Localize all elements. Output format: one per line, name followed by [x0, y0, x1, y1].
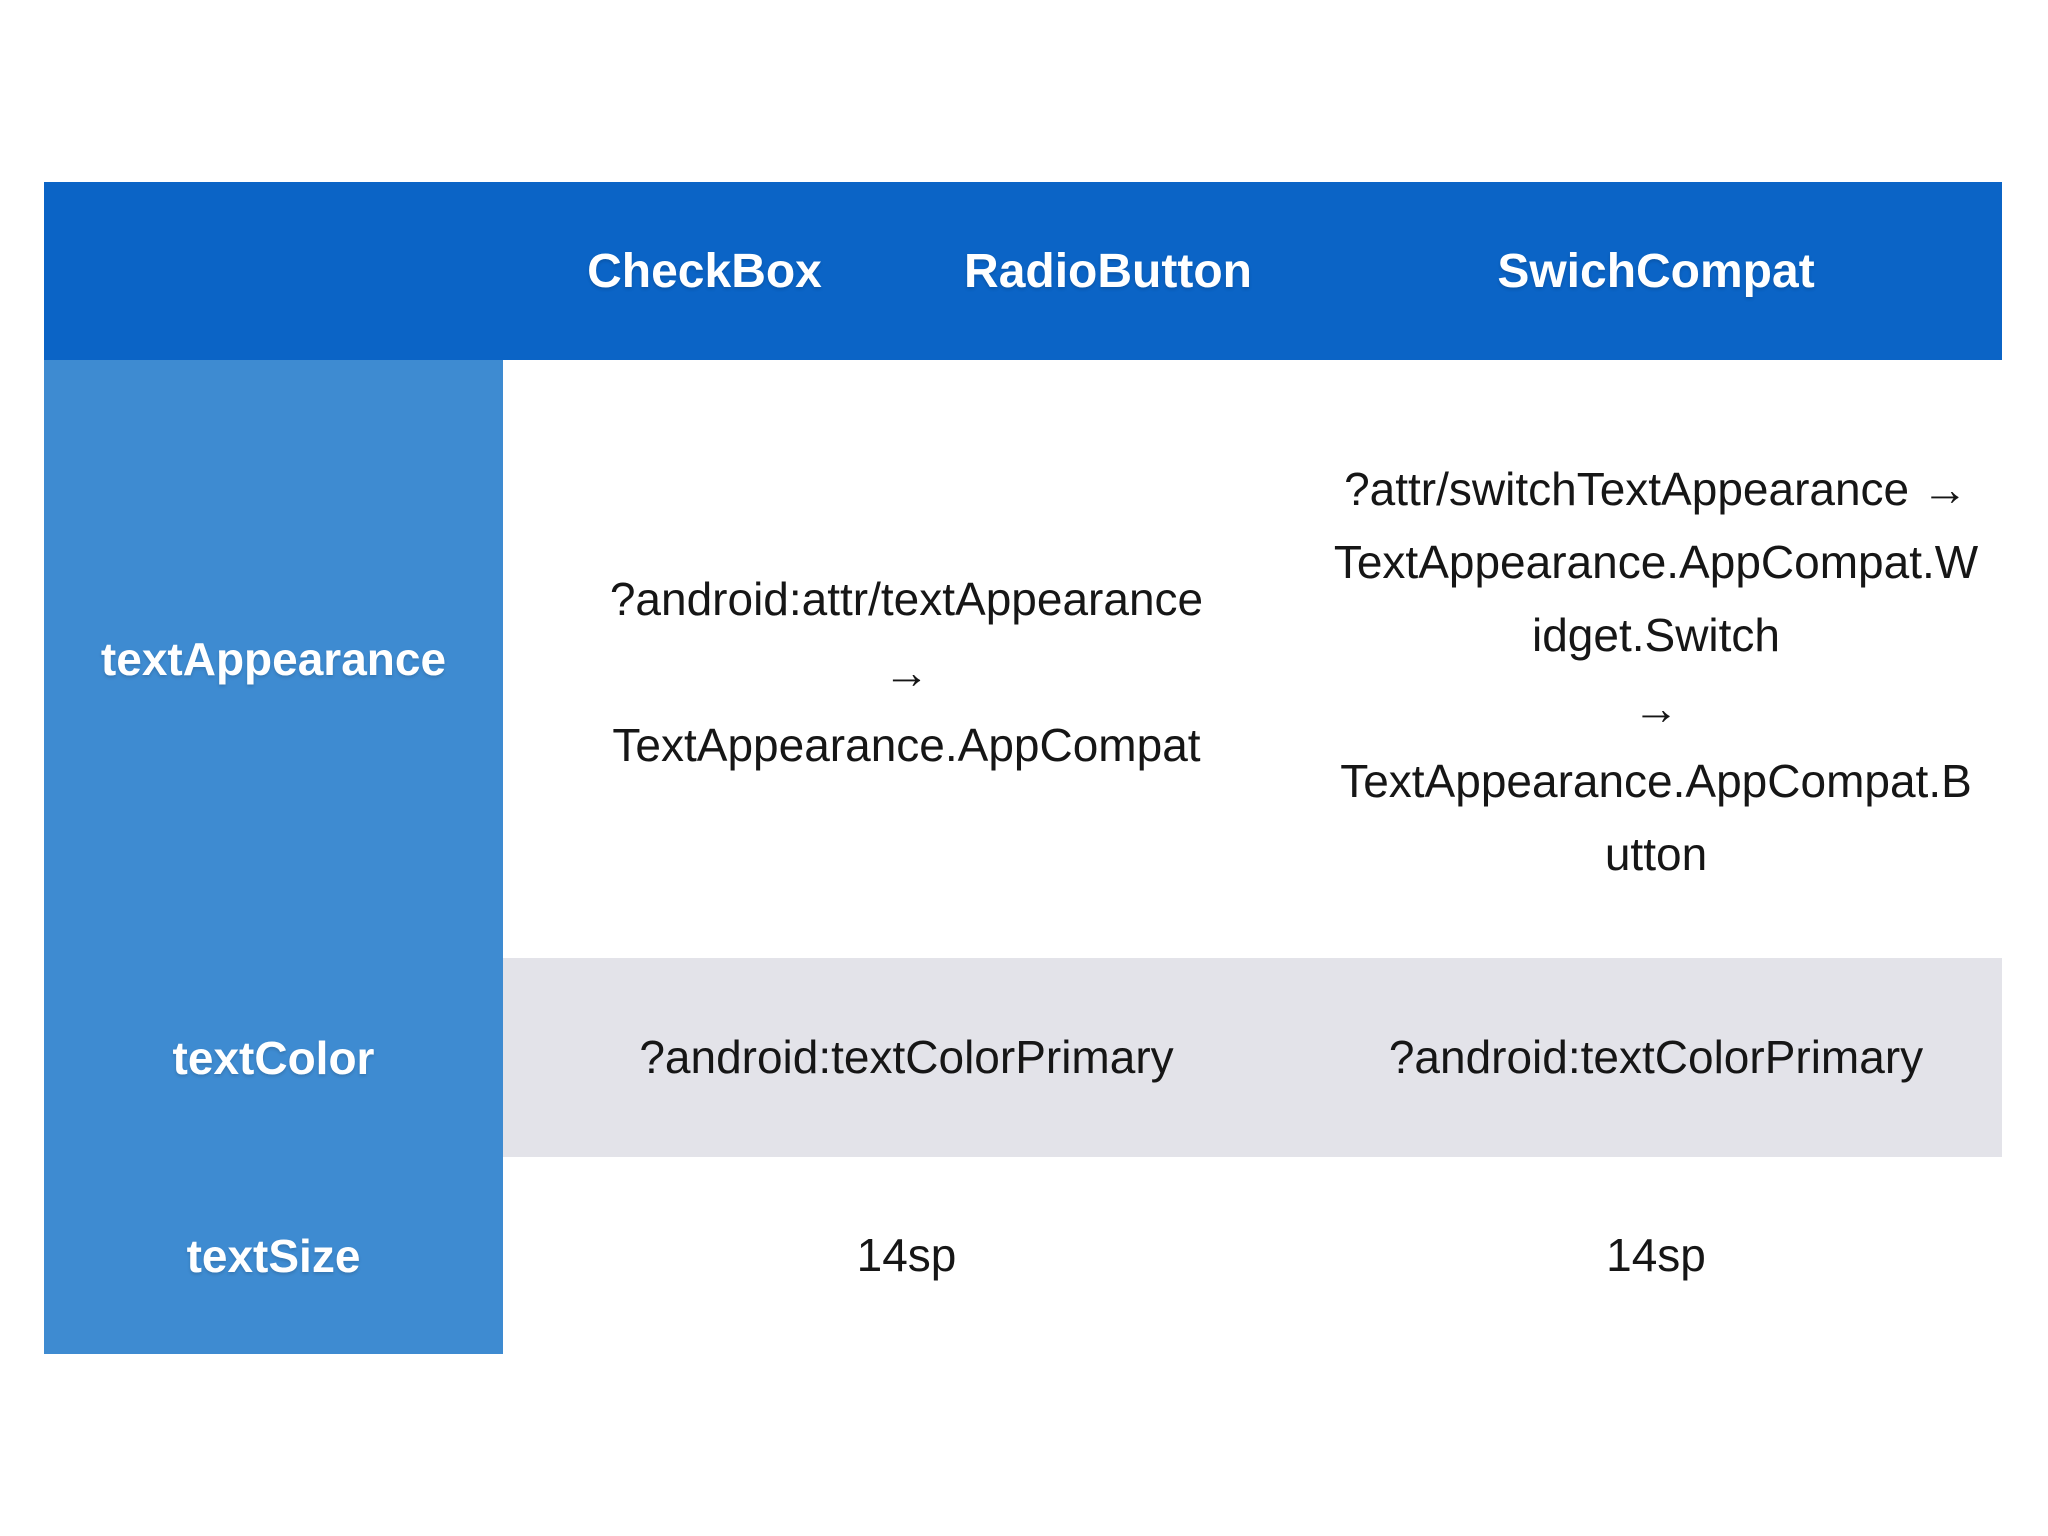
cell-text-line: → [883, 645, 930, 698]
cell-text-line: → [1633, 682, 1679, 734]
cell-textappearance-switchcompat: ?attr/switchTextAppearance → TextAppeara… [1310, 360, 2002, 958]
attribute-comparison-table: CheckBox RadioButton SwichCompat textApp… [44, 182, 2002, 1354]
header-cell-radiobutton: RadioButton [906, 182, 1310, 360]
cell-textsize-checkbox-radiobutton: 14sp [503, 1157, 1310, 1354]
cell-text-line: utton [1604, 828, 1708, 880]
cell-text-line: ?android:textColorPrimary [1388, 1031, 1924, 1083]
cell-text-line: ?android:attr/textAppearance [609, 572, 1204, 625]
header-cell-corner [44, 182, 503, 360]
cell-textappearance-checkbox-radiobutton: ?android:attr/textAppearance → TextAppea… [503, 360, 1310, 958]
cell-textsize-switchcompat: 14sp [1310, 1157, 2002, 1354]
row-label-textcolor: textColor [44, 958, 503, 1157]
cell-text-line: 14sp [856, 1229, 957, 1281]
cell-text-line: idget.Switch [1531, 609, 1780, 661]
header-cell-switchcompat: SwichCompat [1310, 182, 2002, 360]
cell-text-line: ?attr/switchTextAppearance → [1344, 463, 1968, 515]
cell-text-line: ?android:textColorPrimary [639, 1031, 1174, 1083]
cell-text-line: TextAppearance.AppCompat.B [1340, 755, 1972, 807]
cell-text-line: TextAppearance.AppCompat [612, 718, 1201, 771]
row-label-textappearance: textAppearance [44, 360, 503, 958]
cell-text-line: TextAppearance.AppCompat.W [1333, 536, 1979, 588]
cell-textcolor-switchcompat: ?android:textColorPrimary [1310, 958, 2002, 1157]
header-cell-checkbox: CheckBox [503, 182, 906, 360]
cell-text-line: 14sp [1606, 1229, 1706, 1281]
row-label-textsize: textSize [44, 1157, 503, 1354]
cell-textcolor-checkbox-radiobutton: ?android:textColorPrimary [503, 958, 1310, 1157]
